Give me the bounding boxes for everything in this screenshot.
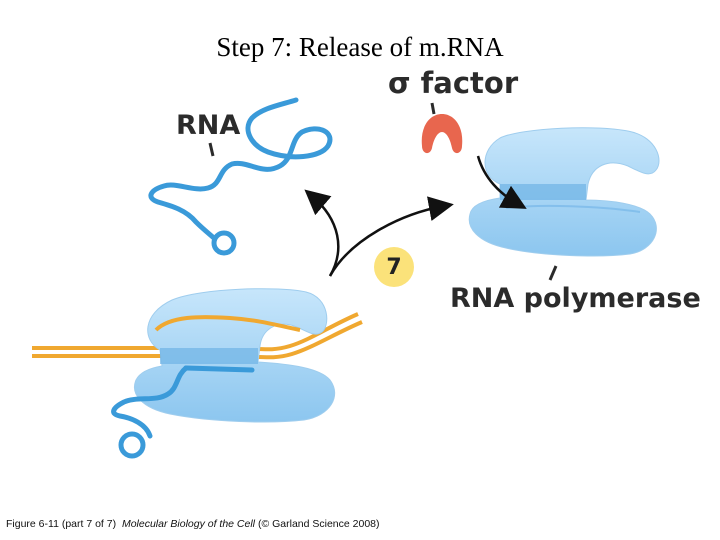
dna-bubble (154, 315, 301, 332)
page-title: Step 7: Release of m.RNA (216, 32, 504, 62)
figure-caption: Figure 6-11 (part 7 of 7) Molecular Biol… (6, 518, 380, 530)
released-rna-hairpin-loop (211, 230, 237, 256)
arrow-rna-release (304, 189, 340, 277)
free-rna-polymerase (468, 127, 660, 257)
released-rna-strand (148, 97, 333, 243)
rna-polymerase-label: RNA polymerase (450, 283, 701, 314)
nascent-rna-exit (111, 365, 189, 439)
caption-book-title: Molecular Biology of the Cell (121, 518, 256, 530)
rna-label: RNA (176, 110, 241, 141)
transcribing-rna-polymerase (134, 288, 336, 423)
arrow-polymerase-release (328, 196, 454, 277)
nascent-rna-inside (183, 365, 255, 373)
sigma-factor-label: σ factor (388, 66, 519, 100)
nascent-rna-hairpin-loop (118, 431, 146, 459)
polymerase-label-pointer (548, 265, 558, 281)
caption-prefix: Figure 6-11 (part 7 of 7) (6, 518, 117, 530)
sigma-label-pointer (430, 102, 436, 115)
arrow-sigma-rebind (476, 155, 527, 209)
rna-label-pointer (208, 142, 215, 157)
step-number-badge: 7 (374, 247, 414, 287)
caption-suffix: (© Garland Science 2008) (257, 518, 380, 530)
sigma-factor-shape (421, 114, 463, 154)
